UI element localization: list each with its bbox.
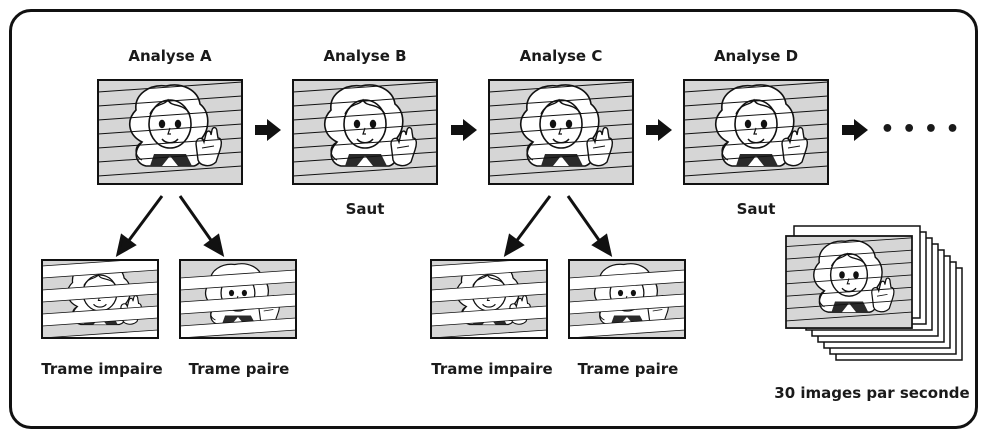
continuation-dots: • • • • xyxy=(880,117,960,142)
label-analyse-d: Analyse D xyxy=(713,47,799,65)
field-frame-even-a xyxy=(179,259,297,339)
field-frame-even-c xyxy=(568,259,686,339)
split-arrow-icon xyxy=(115,195,225,257)
label-trame-impaire-a: Trame impaire xyxy=(41,360,163,378)
frame-analyse-b xyxy=(293,80,437,184)
right-arrow-icon xyxy=(842,119,868,141)
right-arrow-icon xyxy=(255,119,281,141)
split-arrow-icon xyxy=(503,195,613,257)
note-saut-d: Saut xyxy=(736,200,776,218)
label-trame-paire-c: Trame paire xyxy=(577,360,679,378)
field-frame-odd-c xyxy=(430,258,548,350)
label-analyse-a: Analyse A xyxy=(128,47,212,65)
right-arrow-icon xyxy=(451,119,477,141)
diagram-border xyxy=(9,9,978,429)
right-arrow-icon xyxy=(646,119,672,141)
stack-caption: 30 images par seconde xyxy=(774,384,970,402)
frame-analyse-a xyxy=(98,80,242,184)
frame-analyse-d xyxy=(684,80,828,184)
frame-analyse-c xyxy=(489,80,633,184)
label-trame-paire-a: Trame paire xyxy=(188,360,290,378)
label-analyse-c: Analyse C xyxy=(519,47,603,65)
field-frame-odd-a xyxy=(41,258,159,350)
frame-stack xyxy=(786,225,963,361)
note-saut-b: Saut xyxy=(345,200,385,218)
label-analyse-b: Analyse B xyxy=(323,47,407,65)
label-trame-impaire-c: Trame impaire xyxy=(431,360,553,378)
